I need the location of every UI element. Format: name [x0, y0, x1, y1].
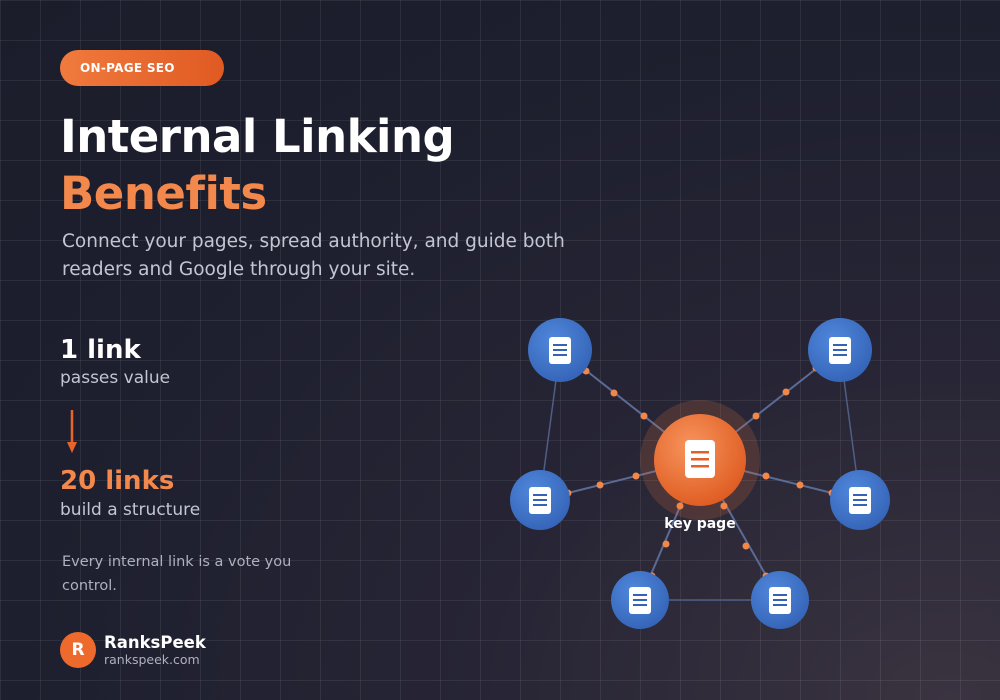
page-node: [510, 470, 570, 530]
stat-desc-1: passes value: [60, 368, 171, 388]
document-icon: [685, 440, 715, 478]
stat-value-2: 20 links: [60, 466, 175, 496]
page-title-line2: Benefits: [60, 167, 267, 220]
brand-name: RanksPeek: [104, 633, 206, 652]
brand-url: rankspeek.com: [104, 652, 200, 667]
brand-logo: R: [60, 632, 96, 668]
page-node: [611, 571, 669, 629]
page-subtitle: Connect your pages, spread authority, an…: [62, 231, 565, 280]
page-node: [751, 571, 809, 629]
stat-value-1: 1 link: [60, 335, 141, 365]
stat-desc-2: build a structure: [60, 500, 201, 520]
arrow-down-icon: [67, 410, 77, 453]
page-node: [808, 318, 872, 382]
page-title-line1: Internal Linking: [60, 110, 455, 163]
page-node: [830, 470, 890, 530]
hub-label: key page: [664, 516, 735, 532]
category-badge: ON-PAGE SEO: [60, 50, 224, 86]
footnote: Every internal link is a vote you contro…: [62, 554, 292, 594]
page-node: [528, 318, 592, 382]
